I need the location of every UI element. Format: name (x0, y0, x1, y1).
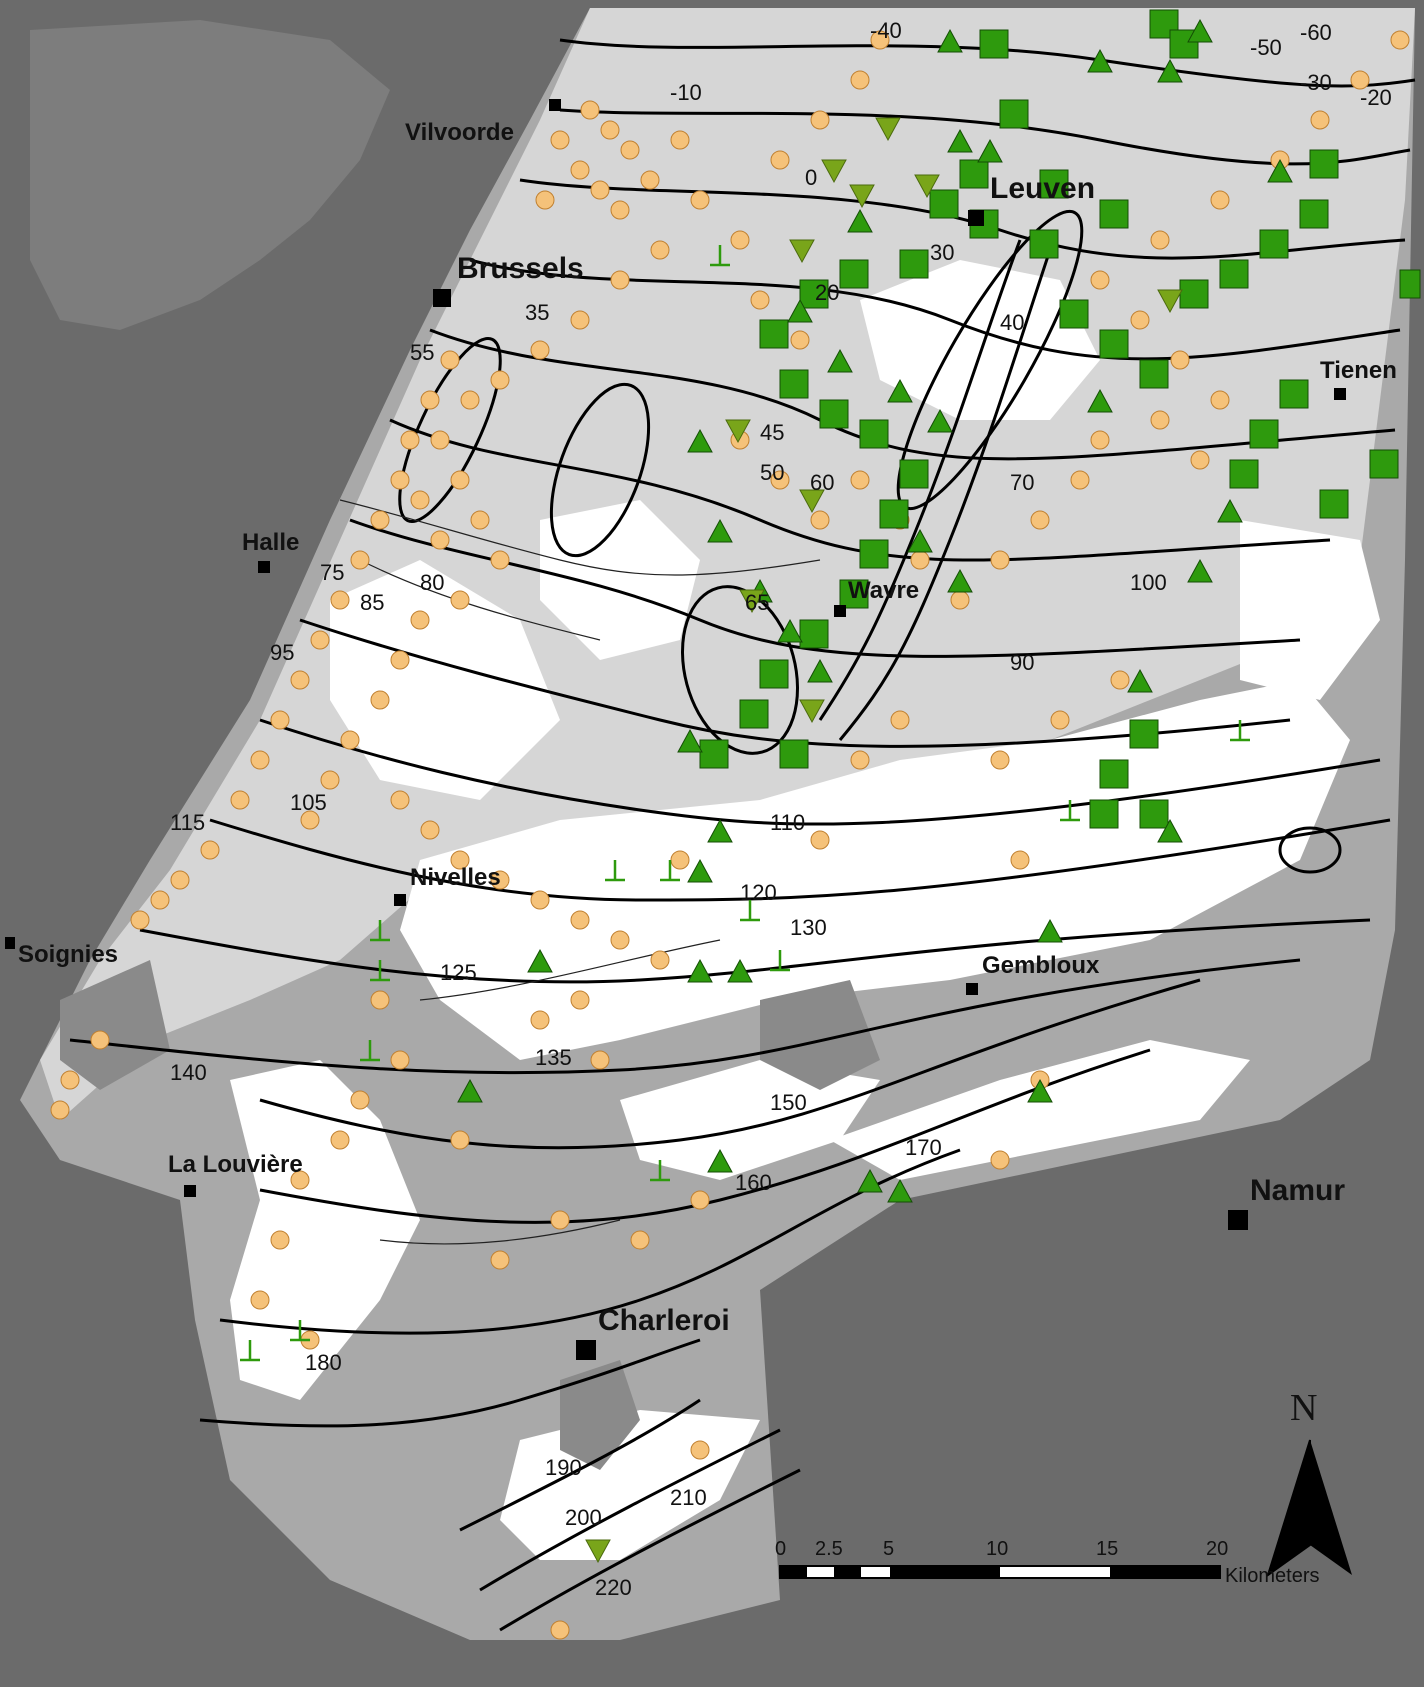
contour-label: 20 (815, 280, 839, 305)
contour-label: 200 (565, 1505, 602, 1530)
north-label: N (1290, 1387, 1317, 1429)
city-marker-vilvoorde (549, 99, 561, 111)
city-label-leuven: Leuven (990, 172, 1095, 205)
contour-label: 210 (670, 1485, 707, 1510)
city-label-gembloux: Gembloux (982, 952, 1100, 979)
city-marker-namur (1228, 1210, 1248, 1230)
scale-tick-2: 5 (883, 1538, 894, 1560)
contour-label: 65 (745, 590, 769, 615)
contour-label: -60 (1300, 20, 1332, 45)
contour-label: 90 (1010, 650, 1034, 675)
contour-label: 190 (545, 1455, 582, 1480)
contour-label: 105 (290, 790, 327, 815)
contour-label: 115 (170, 810, 205, 835)
city-label-la-louviere: La Louvière (168, 1151, 303, 1178)
city-markers (5, 99, 1346, 1360)
contour-label: 140 (170, 1060, 207, 1085)
contour-label: 75 (320, 560, 344, 585)
terrain-highlands-left (30, 20, 390, 330)
contour-label: 35 (525, 300, 549, 325)
contour-label: -50 (1250, 35, 1282, 60)
contour-label: 135 (535, 1045, 572, 1070)
t-symbol-markers (240, 245, 1250, 1362)
city-label-vilvoorde: Vilvoorde (405, 119, 514, 146)
thin-contours (339, 499, 821, 1245)
contour-label: 0 (805, 165, 817, 190)
contour-label: 55 (410, 340, 434, 365)
city-labels: Vilvoorde Brussels Leuven Tienen Halle W… (18, 119, 1397, 1337)
scale-tick-5: 20 (1206, 1538, 1228, 1560)
city-marker-brussels (433, 289, 451, 307)
dark-patches (60, 960, 880, 1470)
city-marker-leuven (968, 210, 984, 226)
scale-tick-0: 0 (775, 1538, 786, 1560)
contour-label: 95 (270, 640, 294, 665)
city-marker-charleroi (576, 1340, 596, 1360)
scale-bar: 0 2.5 5 10 15 20 Kilometers (775, 1538, 1319, 1587)
city-label-charleroi: Charleroi (598, 1304, 730, 1337)
city-marker-soignies (5, 937, 15, 949)
contour-label: -20 (1360, 85, 1392, 110)
contour-label: 110 (770, 810, 805, 835)
contour-label: 50 (760, 460, 784, 485)
scale-tick-1: 2.5 (815, 1538, 843, 1560)
north-arrow-icon (1310, 1440, 1352, 1575)
contour-label: -30 (1300, 70, 1332, 95)
city-marker-gembloux (966, 983, 978, 995)
scale-unit: Kilometers (1225, 1565, 1319, 1587)
contour-label-group: -40 -50 -60 -30 -20 -10 0 20 35 55 30 40… (170, 18, 1392, 1600)
city-marker-halle (258, 561, 270, 573)
city-label-halle: Halle (242, 529, 299, 556)
contour-label: 130 (790, 915, 827, 940)
light-zone (40, 8, 1415, 1120)
contour-label: 180 (305, 1350, 342, 1375)
contour-label: -10 (670, 80, 702, 105)
contour-label: 160 (735, 1170, 772, 1195)
contour-label: 100 (1130, 570, 1167, 595)
contour-label: 80 (420, 570, 444, 595)
contour-label: -40 (870, 18, 902, 43)
contour-label: 45 (760, 420, 784, 445)
city-label-namur: Namur (1250, 1174, 1345, 1207)
city-marker-la-louviere (184, 1185, 196, 1197)
contour-label: 170 (905, 1135, 942, 1160)
city-marker-tienen (1334, 388, 1346, 400)
city-label-soignies: Soignies (18, 941, 118, 968)
city-marker-wavre (834, 605, 846, 617)
city-label-nivelles: Nivelles (410, 864, 501, 891)
north-arrow: N (1266, 1387, 1352, 1578)
contour-label: 70 (1010, 470, 1034, 495)
green-square-markers (699, 9, 1421, 829)
city-label-brussels: Brussels (457, 252, 584, 285)
city-label-tienen: Tienen (1320, 357, 1397, 384)
contour-lines (69, 38, 1416, 1632)
olive-inverted-triangle-markers (585, 117, 1183, 1564)
scale-tick-4: 15 (1096, 1538, 1118, 1560)
contour-label: 60 (810, 470, 834, 495)
scale-tick-3: 10 (986, 1538, 1008, 1560)
contour-label: 30 (930, 240, 954, 265)
contour-label: 85 (360, 590, 384, 615)
city-marker-nivelles (394, 894, 406, 906)
contour-label: 125 (440, 960, 477, 985)
contour-label: 120 (740, 880, 777, 905)
contour-label: 220 (595, 1575, 632, 1600)
contour-label: 150 (770, 1090, 807, 1115)
borehole-circles (50, 30, 1410, 1640)
contour-label: 40 (1000, 310, 1024, 335)
city-label-wavre: Wavre (848, 577, 919, 604)
green-triangle-markers (457, 18, 1293, 1203)
